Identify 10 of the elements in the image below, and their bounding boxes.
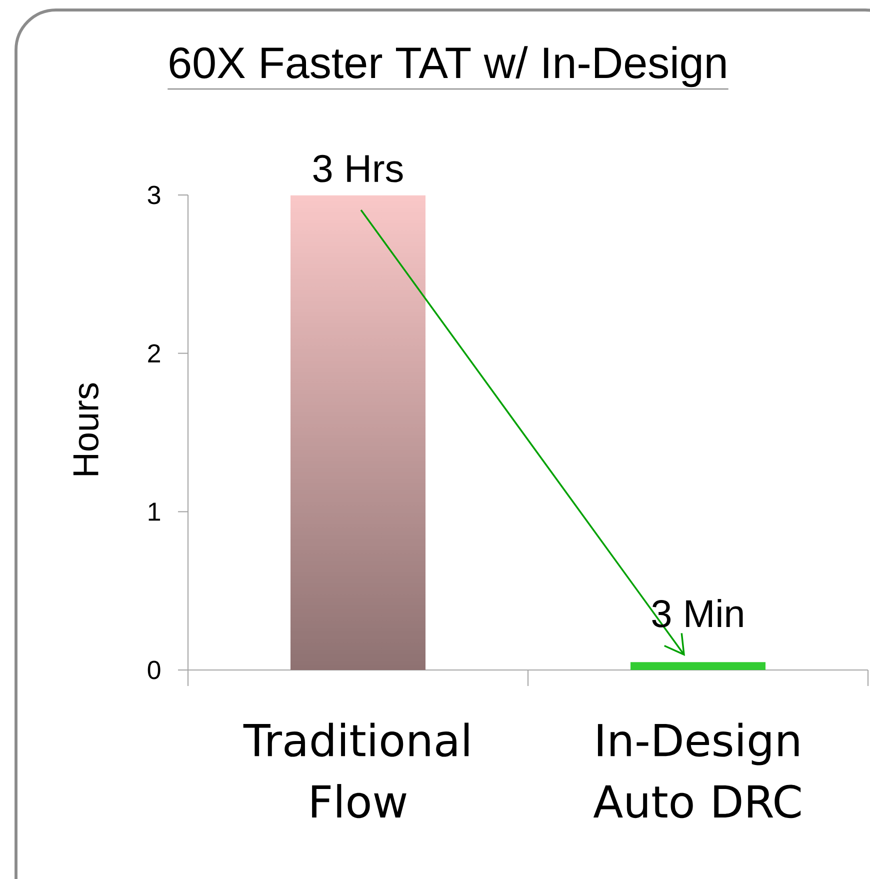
tick-label: 0 <box>148 660 160 680</box>
chart-title: 60X Faster TAT w/ In-Design <box>167 46 729 90</box>
category-label: Traditional Flow <box>243 722 468 818</box>
tick-label: 2 <box>148 344 160 362</box>
axis-title: Hours <box>73 383 99 476</box>
category-label: In-Design Auto DRC <box>593 722 801 818</box>
value-label: 3 Min <box>652 599 743 628</box>
tick-label: 3 <box>148 186 160 204</box>
value-label: 3 Hrs <box>313 154 403 182</box>
tick-label: 1 <box>148 502 160 521</box>
